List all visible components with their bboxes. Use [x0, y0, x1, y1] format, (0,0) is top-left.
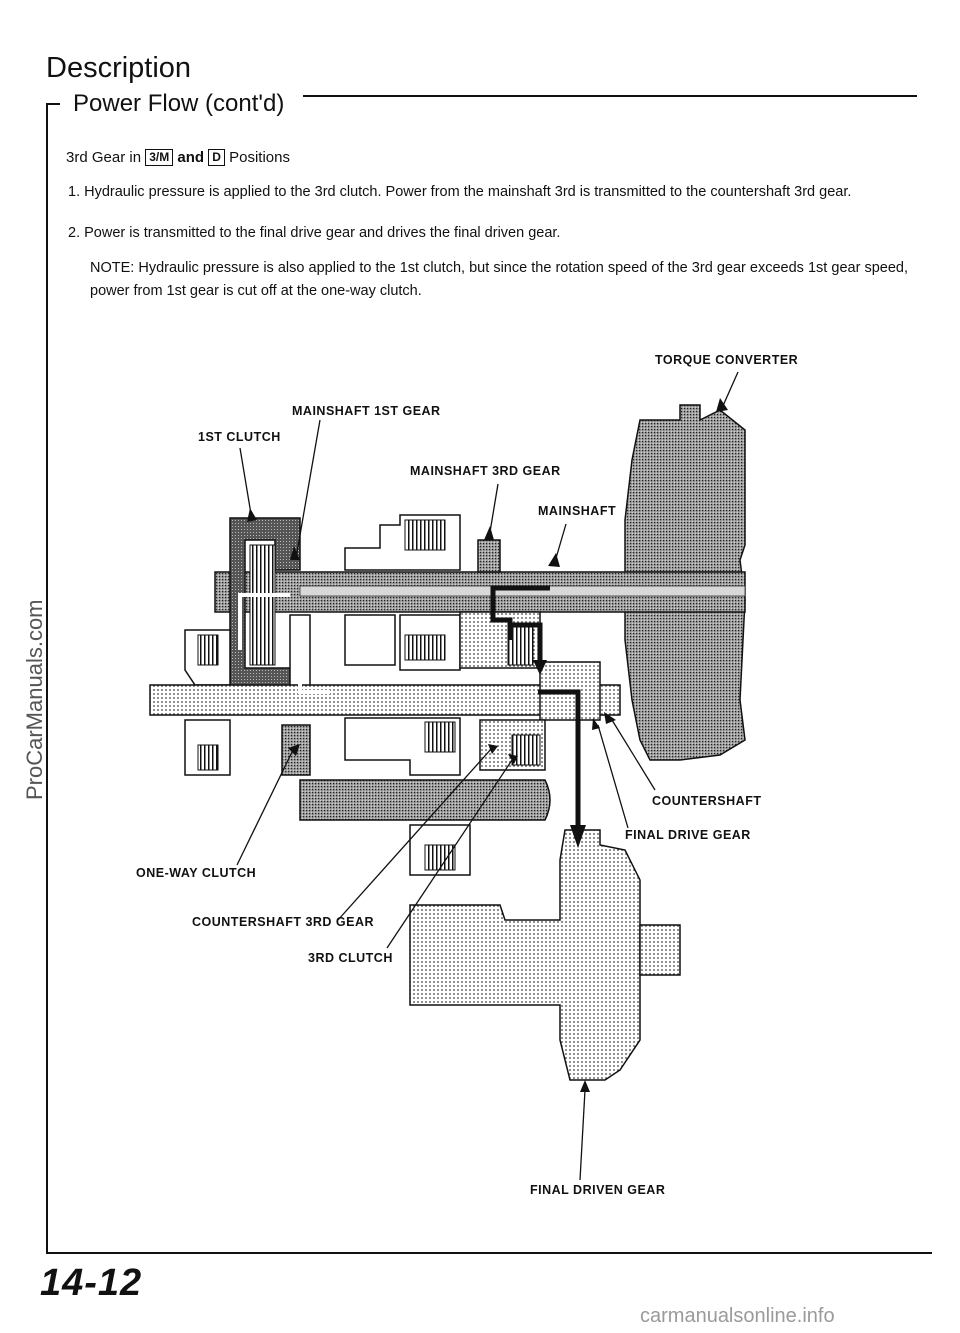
power-flow-arrowhead-clutch [533, 660, 547, 675]
mid-clutch-left [344, 614, 396, 666]
first-clutch-plates [249, 544, 276, 666]
mainshaft-3rd-gear [477, 539, 501, 573]
step-2: 2. Power is transmitted to the final dri… [68, 225, 561, 241]
footer-site-watermark: carmanualsonline.info [640, 1305, 835, 1327]
left-gear-lower-teeth [197, 744, 219, 771]
leader-lines [236, 371, 739, 1181]
label-3rd-clutch: 3RD CLUTCH [308, 951, 393, 965]
differential-output [639, 924, 681, 976]
step-1: 1. Hydraulic pressure is applied to the … [68, 184, 852, 200]
differential-housing [409, 829, 641, 1081]
leader-arrowheads [247, 398, 728, 1092]
label-countershaft-3rd-gear: COUNTERSHAFT 3RD GEAR [192, 915, 375, 929]
section-subtitle: Power Flow (cont'd) [73, 90, 285, 117]
page-number: 14-12 [40, 1262, 143, 1304]
countershaft-3rd-gear-teeth [511, 734, 541, 766]
frame-rule-bottom [46, 1252, 932, 1254]
label-mainshaft-1st-gear: MAINSHAFT 1ST GEAR [292, 404, 441, 418]
label-mainshaft-3rd-gear: MAINSHAFT 3RD GEAR [410, 464, 561, 478]
intro-prefix: 3rd Gear in [66, 149, 142, 166]
secondary-gear-teeth [424, 844, 456, 871]
intro-suffix: Positions [229, 149, 290, 166]
label-final-driven-gear: FINAL DRIVEN GEAR [530, 1183, 666, 1197]
side-watermark: ProCarManuals.com [22, 599, 47, 800]
label-mainshaft: MAINSHAFT [538, 504, 617, 518]
label-one-way-clutch: ONE-WAY CLUTCH [136, 866, 257, 880]
first-clutch-flow-path [238, 593, 330, 694]
power-flow-arrowhead-final [570, 825, 586, 848]
mid-clutch-teeth [404, 634, 446, 661]
intro-line: 3rd Gear in 3/M and D Positions [66, 149, 290, 166]
page-title: Description [46, 52, 192, 84]
left-gear-upper-teeth [197, 634, 219, 666]
frame-rule-left [46, 103, 48, 1253]
label-final-drive-gear: FINAL DRIVE GEAR [625, 828, 751, 842]
label-torque-converter: TORQUE CONVERTER [655, 353, 799, 367]
label-1st-clutch: 1ST CLUTCH [198, 430, 281, 444]
secondary-shaft [299, 779, 551, 821]
frame-rule-top-left [46, 103, 60, 105]
mainshaft-gear-teeth [404, 519, 446, 551]
label-countershaft: COUNTERSHAFT [652, 794, 762, 808]
intro-and: and [177, 149, 205, 166]
power-flow-path [490, 585, 581, 825]
lower-gear-teeth [424, 721, 456, 753]
mode-3m-badge: 3/M [145, 149, 174, 166]
mode-d-badge: D [208, 149, 225, 166]
frame-rule-top-right [303, 95, 917, 97]
note-text: NOTE: Hydraulic pressure is also applied… [90, 260, 908, 299]
